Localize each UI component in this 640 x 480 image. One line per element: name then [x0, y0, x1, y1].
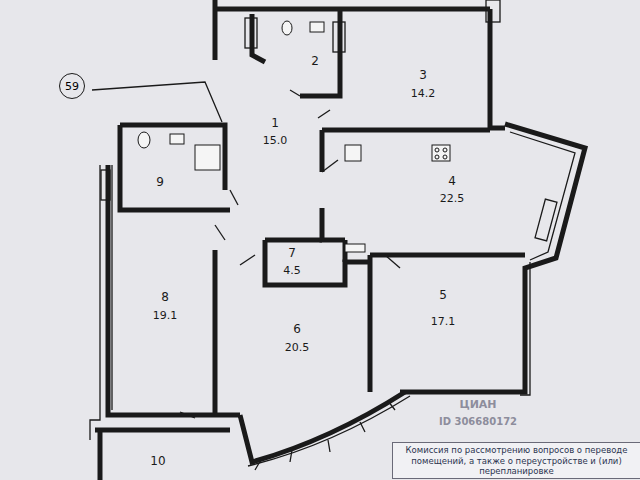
- room-number: 1: [271, 117, 279, 130]
- room-area: 22.5: [440, 193, 465, 205]
- room-number: 10: [150, 455, 165, 468]
- callout-number: 59: [65, 80, 79, 93]
- room-number: 7: [288, 247, 296, 260]
- room-area: 15.0: [263, 135, 288, 147]
- room-number: 9: [156, 176, 164, 189]
- stamp-box: Комиссия по рассмотрению вопросов о пере…: [392, 442, 640, 479]
- room-number: 3: [419, 69, 427, 82]
- callout-circle: 59: [59, 73, 85, 99]
- room-area: 19.1: [153, 310, 178, 322]
- room-number: 6: [293, 323, 301, 336]
- room-area: 20.5: [285, 342, 310, 354]
- room-area: 17.1: [431, 316, 456, 328]
- room-area: 14.2: [411, 88, 436, 100]
- watermark: ЦИАН: [457, 399, 498, 411]
- room-number: 8: [161, 291, 169, 304]
- room-area: 4.5: [283, 265, 301, 277]
- room-number: 4: [448, 175, 456, 188]
- stamp-text: Комиссия по рассмотрению вопросов о пере…: [399, 445, 634, 476]
- watermark: ID 306680172: [437, 416, 519, 427]
- room-number: 5: [439, 289, 447, 302]
- room-number: 2: [311, 55, 319, 68]
